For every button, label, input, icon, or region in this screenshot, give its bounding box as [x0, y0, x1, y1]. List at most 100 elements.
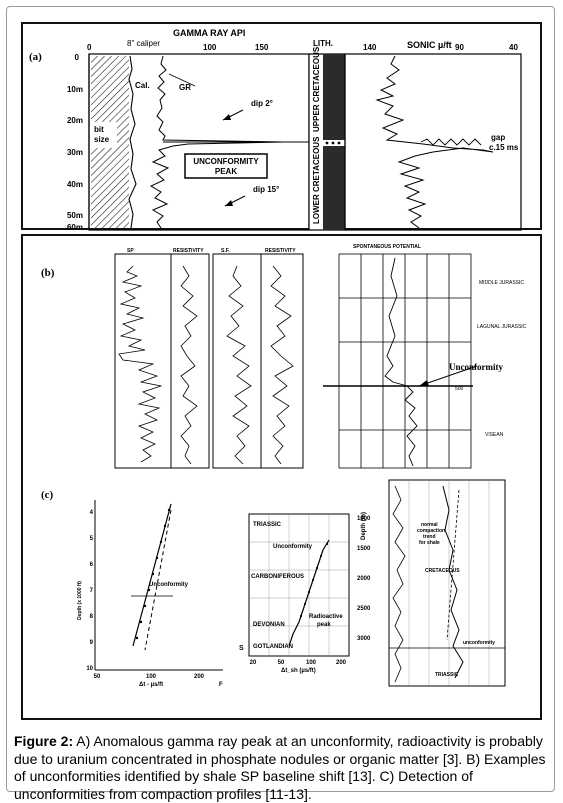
bit-label: bit [94, 125, 104, 134]
left-ytick: 4 [90, 510, 94, 516]
mid-carboniferous: CARBONIFEROUS [251, 574, 304, 580]
mid-data-point [319, 554, 323, 558]
gap-size-label: c.15 ms [489, 143, 519, 152]
mid-triassic: TRIASSIC [253, 522, 282, 528]
left-ylabel: Depth (x 1000 ft) [77, 581, 83, 620]
lith-dot [331, 141, 335, 145]
sonic-tick: 40 [509, 43, 518, 52]
mid-data-point [299, 614, 303, 618]
depth-tick: 10m [67, 85, 83, 94]
mid-xtick: 20 [250, 660, 257, 666]
f-label: F [219, 682, 223, 688]
depth-tick: 40m [67, 180, 83, 189]
mid-depth-tick: 1000 [357, 516, 371, 522]
right-compaction: compaction [417, 528, 445, 534]
right-normal: normal [421, 522, 438, 528]
left-unconformity-label: Unconformity [149, 582, 189, 588]
mid-xtick: 200 [336, 660, 347, 666]
depth-tick: 50m [67, 211, 83, 220]
log1-res-curve [180, 265, 198, 465]
mid-xlabel: Δt_sh (µs/ft) [281, 668, 316, 674]
unconformity-arrow [418, 365, 478, 387]
left-xtick: 200 [194, 674, 205, 680]
size-label: size [94, 135, 110, 144]
dip-lower-arrowhead [225, 200, 233, 206]
right-unconformity: unconformity [463, 640, 495, 646]
left-data-point [159, 540, 163, 544]
log1-sp-title: SP [127, 248, 134, 254]
mid-depth-label: Depth (m) [361, 512, 367, 540]
left-data-point [151, 572, 155, 576]
mid-xtick: 50 [278, 660, 285, 666]
caption-text: A) Anomalous gamma ray peak at an unconf… [14, 733, 546, 802]
left-data-point [167, 508, 171, 512]
left-data-point [139, 620, 143, 624]
panel-b-label: (b) [41, 267, 55, 279]
log1-sp-curve [118, 265, 163, 463]
right-sonic-curve [442, 485, 464, 679]
mid-peak: peak [317, 622, 331, 628]
panel-c-compaction-profiles: (c) 4 5 6 7 8 9 10 Depth (x 1000 ft) 50 … [21, 470, 542, 720]
sonic-track [344, 53, 522, 231]
lith-lower-fill [323, 146, 345, 230]
left-xlabel: Δt - µs/ft [139, 682, 163, 688]
log2-sf-title: S.F. [221, 248, 230, 254]
lith-dot [337, 141, 341, 145]
mid-data-point [315, 566, 319, 570]
right-cretaceous: CRETACEOUS [425, 568, 460, 574]
right-trend-line [446, 489, 460, 641]
unconformity-arrowhead [419, 380, 429, 386]
log2-res-title: RESISTIVITY [265, 248, 296, 254]
gamma-ray-curve [149, 55, 284, 229]
depth-500-label: 500 [455, 386, 464, 392]
right-trend: trend [423, 534, 436, 540]
log2-res-curve [270, 265, 294, 465]
left-ytick: 8 [90, 614, 94, 620]
left-trend-dashed [144, 509, 172, 651]
sonic-curve [375, 55, 494, 229]
left-data-point [163, 524, 167, 528]
unconformity-label: UNCONFORMITY [193, 157, 259, 166]
cal-label: Cal. [135, 81, 150, 90]
mid-s-label: S [239, 645, 244, 652]
unconformity-peak-box [184, 153, 268, 179]
left-data-point [147, 588, 151, 592]
gr-tick: 150 [255, 43, 269, 52]
left-ytick: 5 [90, 536, 94, 542]
lith-dot [325, 141, 329, 145]
lith-upper-fill [323, 54, 345, 140]
dip-upper-arrowhead [223, 114, 231, 120]
mid-devonian: DEVONIAN [253, 622, 285, 628]
log1-resistivity-track [170, 253, 210, 469]
lagunal-jurassic-label: LAGUNAL JURASSIC [477, 324, 527, 330]
mid-depth-tick: 2500 [357, 606, 371, 612]
left-ytick: 9 [90, 640, 94, 646]
gr-tick: 0 [87, 43, 92, 52]
mid-depth-tick: 2000 [357, 576, 371, 582]
left-xtick: 100 [146, 674, 157, 680]
mid-data-point [311, 578, 315, 582]
log1-sp-track [114, 253, 172, 469]
dip-lower-label: dip 15° [253, 185, 279, 194]
depth-tick: 30m [67, 148, 83, 157]
panel-c-svg: (c) 4 5 6 7 8 9 10 Depth (x 1000 ft) 50 … [41, 479, 506, 688]
sonic-tick: 140 [363, 43, 377, 52]
panel-c-label: (c) [41, 489, 54, 501]
right-for-shale: for shale [419, 540, 440, 546]
left-ytick: 6 [90, 562, 94, 568]
figure-caption: Figure 2: A) Anomalous gamma ray peak at… [14, 733, 547, 803]
gap-label: gap [491, 133, 505, 142]
mid-data-point [325, 542, 329, 546]
gap-zigzag [420, 138, 482, 146]
visean-label: VISEAN [485, 432, 504, 438]
depth-tick: 60m [67, 223, 83, 232]
log2-resistivity-track [260, 253, 304, 469]
depth-tick: 0 [75, 53, 80, 62]
depth-tick: 20m [67, 116, 83, 125]
gr-tick: 100 [203, 43, 217, 52]
upper-cretaceous-label: UPPER CRETACEOUS [312, 46, 321, 132]
panel-a-gamma-ray-log: (a) 0 10m 20m 30m 40m 50m 60m GAMMA RAY … [21, 22, 542, 232]
mid-radioactive: Radioactive [309, 614, 343, 620]
gr-label: GR [179, 83, 191, 92]
mid-depth-tick: 1500 [357, 546, 371, 552]
